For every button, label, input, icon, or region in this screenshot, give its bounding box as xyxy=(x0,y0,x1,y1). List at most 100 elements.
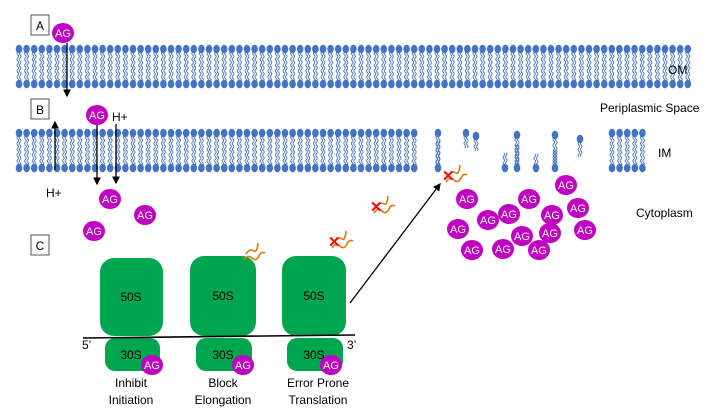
lipid xyxy=(494,44,502,68)
lipid xyxy=(152,128,160,152)
lipid xyxy=(304,128,312,152)
lipid xyxy=(661,66,669,89)
lipid xyxy=(372,150,380,173)
nascent-peptide xyxy=(243,242,266,261)
svg-text:30S: 30S xyxy=(303,348,324,362)
svg-text:AG: AG xyxy=(514,231,530,243)
svg-text:C: C xyxy=(36,239,45,253)
cytoplasm-label: Cytoplasm xyxy=(636,206,693,220)
lipid xyxy=(152,44,160,68)
svg-text:AG: AG xyxy=(235,360,251,372)
lipid xyxy=(403,150,410,173)
mechanism-3-line2: Translation xyxy=(289,393,348,407)
error-x-icon: ✕ xyxy=(370,199,383,216)
lipid xyxy=(84,128,91,152)
mechanism-1-line1: Inhibit xyxy=(115,376,148,390)
lipid xyxy=(129,66,137,89)
aminoglycoside: AG xyxy=(511,226,533,246)
lipid xyxy=(334,150,342,173)
lipid xyxy=(562,44,570,68)
lipid xyxy=(99,150,106,173)
aminoglycoside: AG xyxy=(99,189,121,209)
im-label: IM xyxy=(658,146,671,160)
outer-membrane xyxy=(15,44,692,89)
lipid xyxy=(350,44,357,68)
mechanism-3-line1: Error Prone xyxy=(287,376,349,390)
lipid xyxy=(570,66,578,89)
lipid xyxy=(418,44,426,68)
lipid xyxy=(258,150,266,173)
lipid xyxy=(175,128,182,152)
lipid xyxy=(205,150,213,173)
lipid xyxy=(676,66,684,89)
lipid xyxy=(190,66,198,89)
misfolded-peptide: ✕ xyxy=(370,195,396,216)
lipid xyxy=(23,66,30,89)
proton-label-in: H+ xyxy=(112,110,128,124)
lipid xyxy=(167,44,175,68)
lipid xyxy=(616,150,623,173)
lipid xyxy=(220,150,228,173)
svg-text:50S: 50S xyxy=(303,289,324,303)
lipid xyxy=(137,150,144,173)
lipid xyxy=(228,44,236,68)
svg-text:AG: AG xyxy=(558,180,574,192)
lipid xyxy=(30,128,38,152)
lipid xyxy=(464,66,471,89)
lipid xyxy=(639,128,646,152)
lipid xyxy=(608,128,616,152)
lipid xyxy=(15,128,23,152)
lipid xyxy=(608,150,616,173)
lipid xyxy=(357,128,365,152)
lipid xyxy=(122,128,129,152)
lipid xyxy=(91,66,99,89)
lipid xyxy=(608,66,616,89)
svg-text:AG: AG xyxy=(521,194,537,206)
lipid xyxy=(410,66,418,89)
lipid xyxy=(646,44,654,68)
aminoglycoside: AG xyxy=(498,204,520,224)
lipid xyxy=(213,66,220,89)
aminoglycoside: AG xyxy=(134,205,156,225)
lipid xyxy=(274,150,281,173)
lipid xyxy=(631,66,638,89)
lipid xyxy=(426,66,433,89)
lipid xyxy=(441,44,448,68)
lipid xyxy=(365,66,372,89)
aminoglycoside: AG xyxy=(528,240,550,260)
svg-text:AG: AG xyxy=(450,224,466,236)
svg-text:AG: AG xyxy=(464,245,480,257)
lipid xyxy=(38,150,46,173)
lipid xyxy=(639,150,646,173)
lipid xyxy=(540,66,547,89)
lipid xyxy=(403,128,410,152)
lipid xyxy=(30,44,38,68)
lipid xyxy=(593,66,600,89)
lipid xyxy=(160,128,167,152)
lipid xyxy=(403,44,410,68)
aminoglycoside: AG xyxy=(232,355,254,375)
aminoglycoside: AG xyxy=(447,219,469,239)
error-x-icon: ✕ xyxy=(442,168,455,185)
lipid xyxy=(319,128,327,152)
lipid xyxy=(243,128,251,152)
lipid xyxy=(593,44,600,68)
lipid xyxy=(616,44,623,68)
svg-text:AG: AG xyxy=(86,226,102,238)
damaged-lipid xyxy=(434,139,442,173)
lipid xyxy=(600,44,608,68)
svg-text:AG: AG xyxy=(495,244,511,256)
lipid xyxy=(372,44,380,68)
lipid xyxy=(213,128,220,152)
misfolded-peptide: ✕ xyxy=(442,164,468,185)
lipid xyxy=(350,66,357,89)
lipid xyxy=(296,66,304,89)
proton-label-out: H+ xyxy=(46,186,62,200)
lipid xyxy=(243,150,251,173)
lipid xyxy=(524,66,532,89)
inner-membrane xyxy=(15,128,646,173)
lipid xyxy=(46,128,53,152)
svg-text:B: B xyxy=(36,103,44,117)
lipid xyxy=(380,150,388,173)
lipid xyxy=(448,44,456,68)
